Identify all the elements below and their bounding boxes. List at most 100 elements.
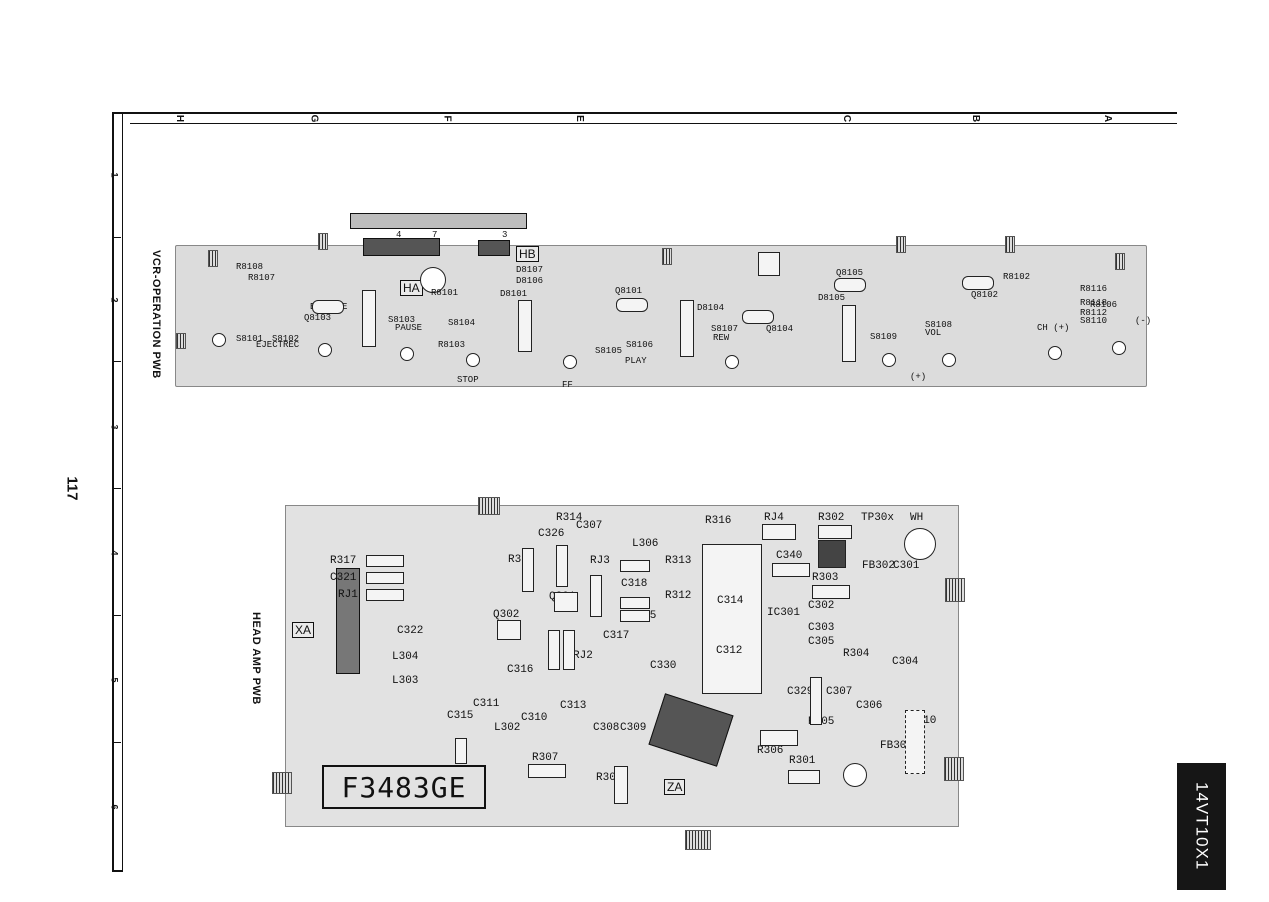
tab-marker xyxy=(176,333,186,349)
part-label: C315 xyxy=(447,710,474,722)
part-label: R8112 xyxy=(1080,308,1108,318)
pad xyxy=(1112,341,1126,355)
transistor-q302 xyxy=(497,620,521,640)
part-label: R316 xyxy=(705,515,732,527)
button-label: (-) xyxy=(1135,316,1152,326)
part-label: D8106 xyxy=(516,276,544,286)
part-label: S8103 xyxy=(388,315,416,325)
row-number: 6 xyxy=(109,804,120,810)
button-label: FF xyxy=(562,380,573,390)
transistor-q8103 xyxy=(312,300,344,314)
connector-hb-header xyxy=(478,240,510,256)
part-label: R312 xyxy=(665,590,692,602)
pad xyxy=(466,353,480,367)
tab-marker xyxy=(318,233,328,250)
button-label: PLAY xyxy=(625,356,647,366)
part-label: FB302 xyxy=(862,560,896,572)
part-label: S8106 xyxy=(626,340,654,350)
pad xyxy=(1048,346,1062,360)
part-label: R8118 xyxy=(1080,298,1108,308)
part-label: C302 xyxy=(808,600,835,612)
resistor-r302 xyxy=(818,525,852,539)
button-label: VOL xyxy=(925,328,942,338)
capacitor-c311 xyxy=(455,738,467,764)
page-number: 117 xyxy=(63,476,81,501)
row-divider xyxy=(112,361,121,362)
column-letter: C xyxy=(841,114,853,123)
part-label: Q8104 xyxy=(766,324,794,334)
part-label: R302 xyxy=(818,512,845,524)
inductor-l3 xyxy=(843,763,867,787)
row-divider xyxy=(112,237,121,238)
transistor-q8101 xyxy=(616,298,648,312)
part-label: L302 xyxy=(494,722,521,734)
part-label: C307 xyxy=(826,686,853,698)
row-number: 4 xyxy=(109,550,120,556)
inductor-l306 xyxy=(620,560,650,572)
head-test-point xyxy=(904,528,936,560)
part-label: C307 xyxy=(576,520,603,532)
tab-marker xyxy=(896,236,906,253)
part-label: 4 xyxy=(396,230,402,240)
pad xyxy=(318,343,332,357)
vertical-component xyxy=(842,305,856,362)
pad xyxy=(563,355,577,369)
part-label: TP30x xyxy=(861,512,895,524)
vcr-board-title: VCR-OPERATION PWB xyxy=(150,250,162,379)
part-label: C308 xyxy=(593,722,620,734)
column-letter: H xyxy=(174,114,186,123)
part-label: C303 xyxy=(808,622,835,634)
part-label: D8101 xyxy=(500,289,528,299)
connector-za-label: ZA xyxy=(664,779,686,795)
part-label: C311 xyxy=(473,698,500,710)
part-label: C312 xyxy=(716,645,743,657)
jumper-rj3 xyxy=(590,575,602,617)
column-letter: F xyxy=(441,115,453,122)
transistor-q8104 xyxy=(742,310,774,324)
part-label: Q8103 xyxy=(304,313,332,323)
part-label: IC301 xyxy=(767,607,801,619)
part-label: RJ3 xyxy=(590,555,610,567)
row-divider xyxy=(112,488,121,489)
part-label: C314 xyxy=(717,595,744,607)
part-label: C326 xyxy=(538,528,565,540)
part-label: E xyxy=(342,302,348,312)
part-label: 7 xyxy=(432,230,438,240)
part-label: C309 xyxy=(620,722,647,734)
part-label: R301 xyxy=(789,755,816,767)
part-label: RJ2 xyxy=(573,650,593,662)
part-label: C316 xyxy=(507,664,534,676)
button-label: PAUSE xyxy=(395,323,423,333)
part-label: FB301 xyxy=(880,740,914,752)
resistor-r305 xyxy=(810,677,822,725)
vcr-operation-board xyxy=(175,245,1147,387)
part-label: S8109 xyxy=(870,332,898,342)
part-label: R8102 xyxy=(1003,272,1031,282)
connector-xa-label: XA xyxy=(292,622,315,638)
row-number: 1 xyxy=(109,172,120,178)
connector-ha-label: HA xyxy=(400,280,423,296)
frame-bottom-tick xyxy=(112,870,122,872)
part-label: R304 xyxy=(843,648,870,660)
model-tab xyxy=(1177,763,1226,890)
tab-marker xyxy=(208,250,218,267)
square-component xyxy=(758,252,780,276)
button-label: STOP xyxy=(457,375,479,385)
column-letter: G xyxy=(308,114,320,123)
part-label: R314 xyxy=(556,512,583,524)
part-label: RJ1 xyxy=(338,589,358,601)
part-label: Q8101 xyxy=(615,286,643,296)
jumper-rj2 xyxy=(563,630,575,670)
transistor-q8102 xyxy=(962,276,994,290)
resistor-r314 xyxy=(556,545,568,587)
capacitor-c340 xyxy=(772,563,810,577)
resistor-r307 xyxy=(528,764,566,778)
row-number: 5 xyxy=(109,677,120,683)
frame-top-line xyxy=(112,112,1177,114)
tab-marker xyxy=(478,497,500,515)
part-label: S8108 xyxy=(925,320,953,330)
part-label: C301 xyxy=(893,560,920,572)
resistor-r315 xyxy=(522,548,534,592)
part-label: C318 xyxy=(621,578,648,590)
vertical-component xyxy=(362,290,376,347)
